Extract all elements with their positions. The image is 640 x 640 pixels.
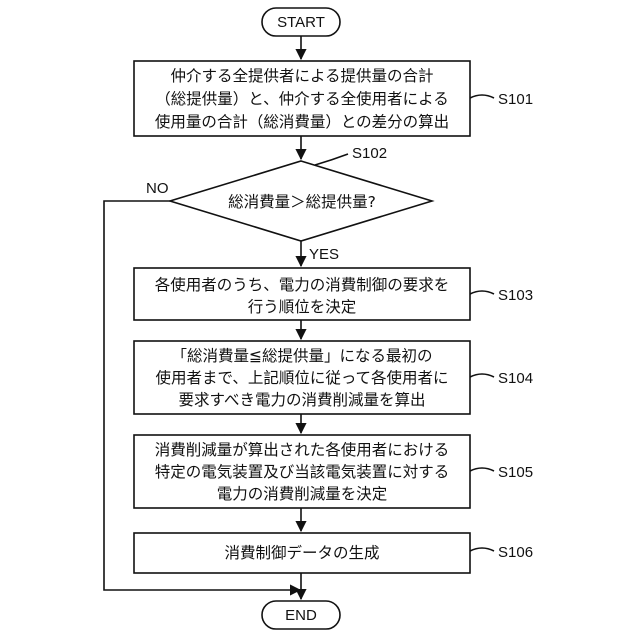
- s102-condition: 総消費量＞総提供量?: [228, 193, 376, 211]
- s102-leader: [315, 154, 348, 165]
- s101-line-1: 仲介する全提供者による提供量の合計: [170, 67, 433, 85]
- process-box-s106: 消費制御データの生成: [134, 533, 470, 573]
- s104-line-2: 使用者まで、上記順位に従って各使用者に: [155, 369, 448, 387]
- s105-line-1: 消費削減量が算出された各使用者における: [155, 440, 450, 459]
- process-box-s103: 各使用者のうち、電力の消費制御の要求を 行う順位を決定: [134, 268, 470, 320]
- s104-line-3: 要求すべき電力の消費削減量を算出: [179, 390, 426, 409]
- end-terminal: END: [262, 601, 340, 629]
- s103-line-2: 行う順位を決定: [248, 298, 357, 316]
- s105-leader: [470, 468, 494, 471]
- s101-leader: [470, 95, 494, 98]
- s103-line-1: 各使用者のうち、電力の消費制御の要求を: [155, 276, 450, 294]
- s105-step-id: S105: [498, 464, 533, 481]
- start-label: START: [277, 14, 325, 31]
- end-label: END: [285, 607, 317, 624]
- s103-step-id: S103: [498, 287, 533, 304]
- s103-leader: [470, 291, 494, 294]
- s106-leader: [470, 548, 494, 551]
- no-label: NO: [146, 180, 169, 197]
- process-box-s104: 「総消費量≦総提供量」になる最初の 使用者まで、上記順位に従って各使用者に 要求…: [134, 341, 470, 414]
- s106-line-1: 消費制御データの生成: [224, 543, 379, 562]
- process-box-s101: 仲介する全提供者による提供量の合計 （総提供量）と、仲介する全使用者による 使用…: [134, 61, 470, 136]
- s104-step-id: S104: [498, 370, 533, 387]
- s101-step-id: S101: [498, 91, 533, 108]
- s104-line-1: 「総消費量≦総提供量」になる最初の: [172, 347, 433, 365]
- decision-diamond-s102: 総消費量＞総提供量?: [170, 161, 432, 241]
- s102-step-id: S102: [352, 145, 387, 162]
- s106-step-id: S106: [498, 544, 533, 561]
- s101-line-2: （総提供量）と、仲介する全使用者による: [155, 90, 448, 108]
- s105-line-2: 特定の電気装置及び当該電気装置に対する: [155, 463, 450, 481]
- s101-line-3: 使用量の合計（総消費量）との差分の算出: [155, 112, 449, 131]
- s104-leader: [470, 374, 494, 377]
- process-box-s105: 消費削減量が算出された各使用者における 特定の電気装置及び当該電気装置に対する …: [134, 435, 470, 508]
- yes-label: YES: [309, 246, 339, 263]
- s105-line-3: 電力の消費削減量を決定: [217, 485, 388, 503]
- start-terminal: START: [262, 8, 340, 36]
